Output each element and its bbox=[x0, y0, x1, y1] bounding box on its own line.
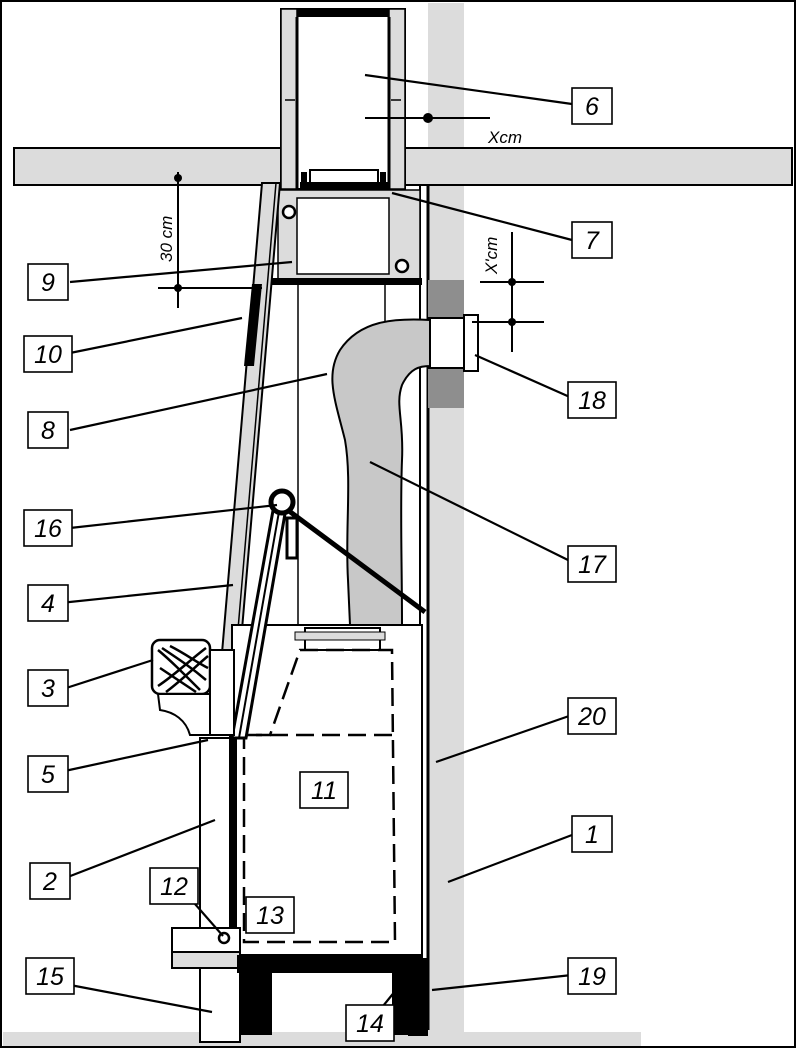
label-3: 3 bbox=[27, 669, 69, 707]
svg-text:18: 18 bbox=[578, 387, 606, 415]
label-1: 1 bbox=[571, 815, 613, 853]
label-17: 17 bbox=[567, 545, 617, 583]
front-jamb bbox=[199, 737, 231, 929]
label-7: 7 bbox=[571, 221, 613, 259]
label-12: 12 bbox=[149, 867, 199, 905]
svg-text:15: 15 bbox=[36, 963, 64, 991]
label-19: 19 bbox=[567, 957, 617, 995]
label-13: 13 bbox=[245, 896, 295, 934]
label-15: 15 bbox=[25, 957, 75, 995]
dim-xprime-cm: X'cm bbox=[482, 237, 501, 275]
svg-text:13: 13 bbox=[256, 902, 284, 930]
label-5: 5 bbox=[27, 755, 69, 793]
chimney-flue bbox=[280, 8, 406, 190]
dim-30cm: 30 cm bbox=[157, 216, 176, 262]
svg-text:9: 9 bbox=[41, 269, 55, 297]
svg-text:6: 6 bbox=[585, 93, 599, 121]
support-strut bbox=[283, 505, 427, 615]
wall-sleeve bbox=[427, 280, 479, 408]
label-20: 20 bbox=[567, 697, 617, 735]
svg-text:2: 2 bbox=[42, 868, 57, 896]
svg-text:17: 17 bbox=[578, 551, 607, 579]
label-6: 6 bbox=[571, 87, 613, 125]
svg-text:20: 20 bbox=[577, 703, 606, 731]
label-9: 9 bbox=[27, 263, 69, 301]
svg-text:16: 16 bbox=[34, 515, 62, 543]
decorative-moulding bbox=[150, 638, 235, 736]
svg-text:19: 19 bbox=[578, 963, 606, 991]
label-4: 4 bbox=[27, 584, 69, 622]
door-hinge-assembly bbox=[230, 488, 299, 740]
label-8: 8 bbox=[27, 411, 69, 449]
label-18: 18 bbox=[567, 381, 617, 419]
label-14: 14 bbox=[345, 1004, 395, 1042]
svg-text:4: 4 bbox=[41, 590, 55, 618]
support-base bbox=[237, 955, 428, 1036]
svg-text:14: 14 bbox=[356, 1010, 384, 1038]
floor bbox=[3, 1032, 641, 1046]
dim-xcm: Xcm bbox=[487, 128, 522, 147]
svg-text:8: 8 bbox=[41, 417, 55, 445]
label-11: 11 bbox=[299, 771, 349, 809]
flexible-duct bbox=[331, 318, 431, 626]
svg-text:12: 12 bbox=[160, 873, 188, 901]
svg-text:11: 11 bbox=[311, 777, 337, 805]
hearth-base bbox=[171, 927, 241, 1043]
svg-text:1: 1 bbox=[585, 821, 599, 849]
label-16: 16 bbox=[23, 509, 73, 547]
flue-collar bbox=[300, 169, 390, 202]
svg-text:3: 3 bbox=[41, 675, 55, 703]
label-2: 2 bbox=[29, 862, 71, 900]
svg-text:5: 5 bbox=[41, 761, 55, 789]
leader-lines bbox=[59, 73, 573, 1023]
svg-text:10: 10 bbox=[34, 341, 62, 369]
label-10: 10 bbox=[23, 335, 73, 373]
dimension-marks bbox=[158, 113, 544, 352]
svg-text:7: 7 bbox=[585, 227, 600, 255]
